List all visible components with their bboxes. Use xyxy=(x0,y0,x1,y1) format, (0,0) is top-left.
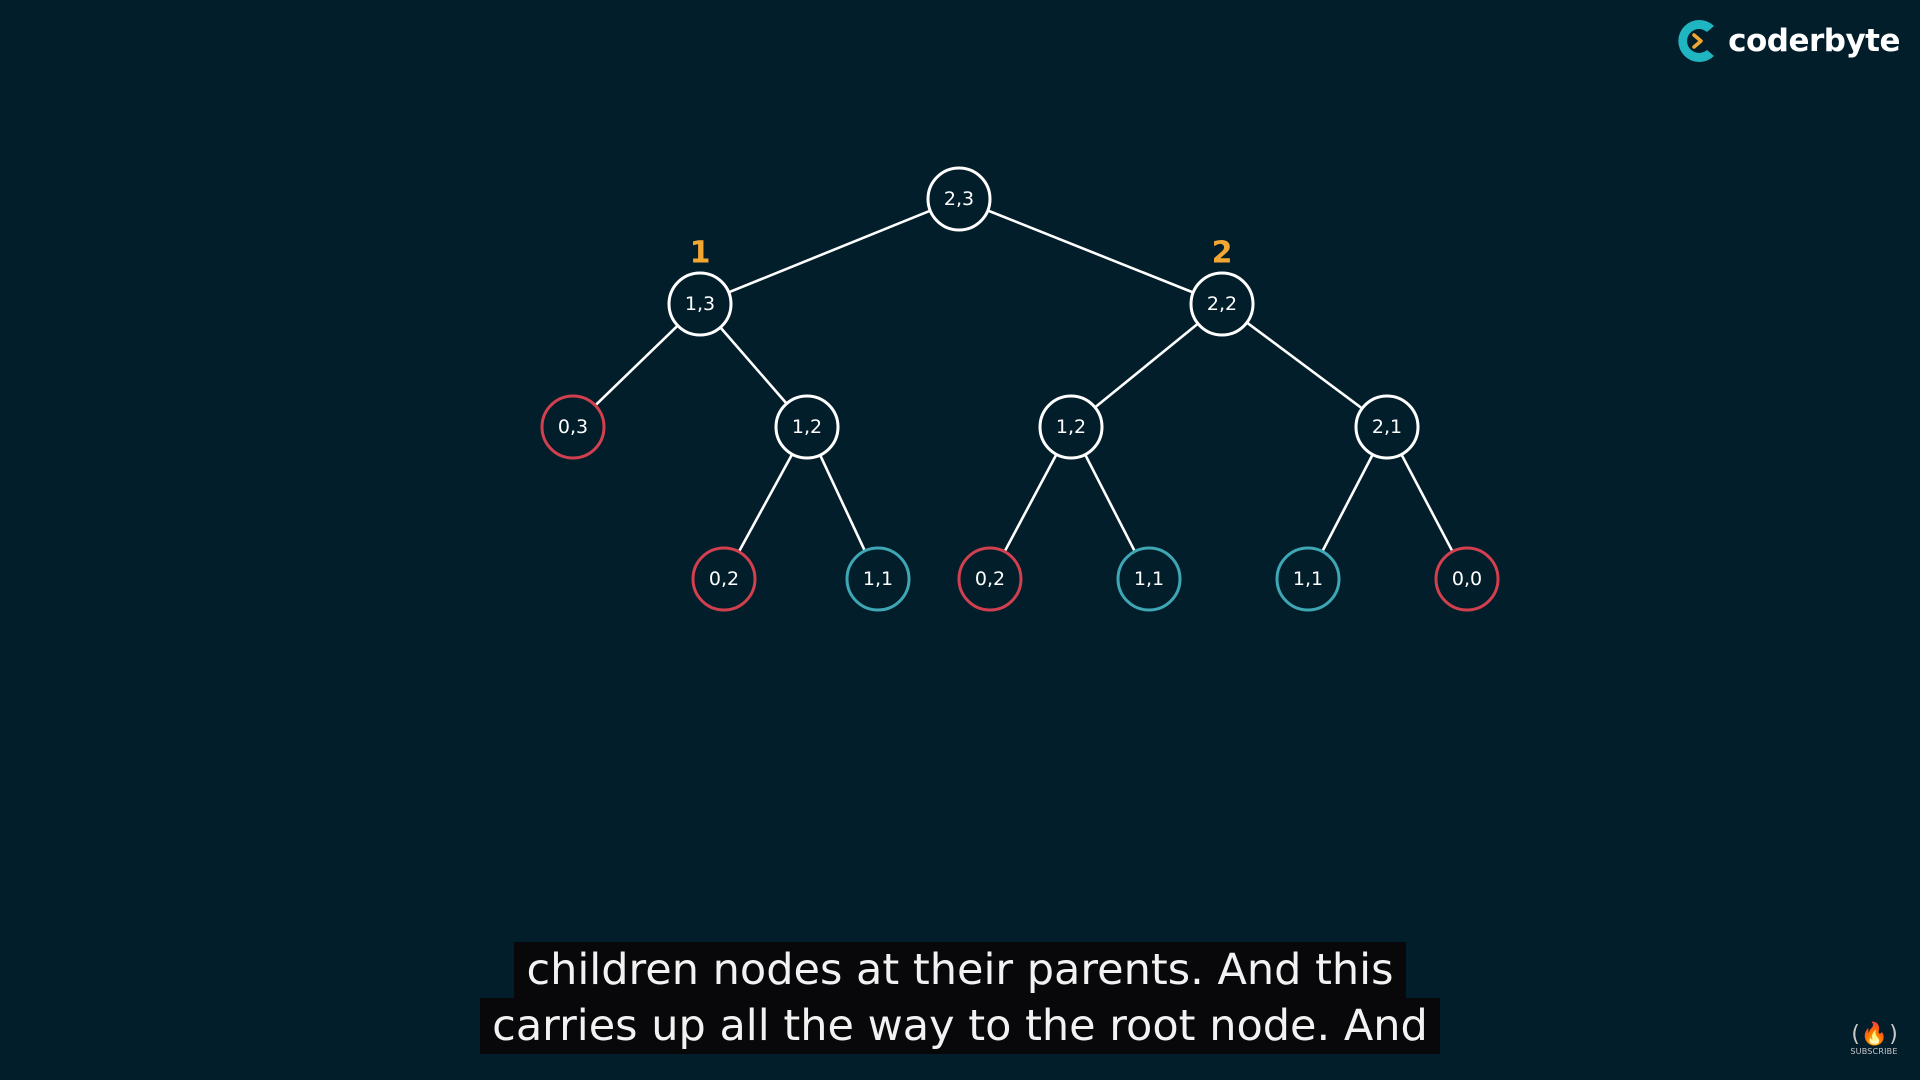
tree-node-circle xyxy=(1116,546,1182,612)
tree-node-circle xyxy=(1354,394,1420,460)
tree-edge xyxy=(987,209,1194,294)
tree-node-label: 2,3 xyxy=(944,188,974,210)
tree-node-default: 1,2 xyxy=(1038,394,1104,460)
tree-edge xyxy=(1003,453,1058,553)
tree-node-label: 1,2 xyxy=(792,416,822,438)
tree-node-circle xyxy=(1189,271,1255,337)
tree-node-false: 0,2 xyxy=(957,546,1023,612)
traversal-order-label: 2 xyxy=(1212,236,1233,271)
caption-line-2: carries up all the way to the root node.… xyxy=(480,998,1440,1054)
tree-edge xyxy=(1246,321,1363,410)
tree-node-false: 0,2 xyxy=(691,546,757,612)
tree-edges xyxy=(594,209,1454,553)
tree-node-true: 1,1 xyxy=(1275,546,1341,612)
tree-node-circle xyxy=(957,546,1023,612)
tree-node-default: 2,1 xyxy=(1354,394,1420,460)
tree-node-circle xyxy=(926,166,992,232)
tree-node-label: 1,3 xyxy=(685,293,715,315)
tree-edge xyxy=(1400,453,1454,553)
tree-node-label: 1,1 xyxy=(1293,568,1323,590)
tree-edge xyxy=(1083,453,1137,553)
tree-node-label: 1,1 xyxy=(1134,568,1164,590)
tree-node-default: 2,2 xyxy=(1189,271,1255,337)
tree-node-circle xyxy=(540,394,606,460)
tree-node-circle xyxy=(1275,546,1341,612)
fire-icon: (🔥) xyxy=(1848,1022,1901,1047)
tree-node-true: 1,1 xyxy=(845,546,911,612)
tree-node-label: 1,2 xyxy=(1056,416,1086,438)
caption-line-1: children nodes at their parents. And thi… xyxy=(514,942,1406,998)
logo-text: coderbyte xyxy=(1728,23,1900,59)
tree-node-circle xyxy=(1038,394,1104,460)
tree-edge xyxy=(1094,322,1199,409)
tree-edge xyxy=(737,453,794,553)
tree-edge xyxy=(728,209,931,294)
tree-node-label: 0,2 xyxy=(709,568,739,590)
tree-nodes: 2,3 1,3 2,2 0,3 1,2 1,2 2,1 0,2 1,1 0,2 1,1 1,1 0,0 xyxy=(540,166,1500,612)
tree-node-false: 0,3 xyxy=(540,394,606,460)
tree-node-circle xyxy=(1434,546,1500,612)
tree-edge xyxy=(594,324,679,407)
tree-node-label: 2,2 xyxy=(1207,293,1237,315)
subtitle-captions: children nodes at their parents. And thi… xyxy=(0,942,1920,1054)
tree-node-label: 0,0 xyxy=(1452,568,1482,590)
traversal-order-label: 1 xyxy=(690,236,711,271)
tree-edge xyxy=(818,454,867,552)
tree-node-default: 1,3 xyxy=(667,271,733,337)
tree-edge xyxy=(1321,453,1374,553)
tree-edge xyxy=(719,326,788,405)
tree-node-label: 1,1 xyxy=(863,568,893,590)
tree-node-default: 2,3 xyxy=(926,166,992,232)
tree-node-circle xyxy=(845,546,911,612)
tree-node-label: 0,2 xyxy=(975,568,1005,590)
tree-node-false: 0,0 xyxy=(1434,546,1500,612)
tree-node-label: 0,3 xyxy=(558,416,588,438)
tree-node-true: 1,1 xyxy=(1116,546,1182,612)
subscribe-watermark[interactable]: (🔥) SUBSCRIBE xyxy=(1848,1022,1901,1057)
coderbyte-logo: coderbyte xyxy=(1670,14,1900,68)
tree-node-default: 1,2 xyxy=(774,394,840,460)
subscribe-label: SUBSCRIBE xyxy=(1850,1047,1898,1056)
tree-node-circle xyxy=(774,394,840,460)
tree-node-label: 2,1 xyxy=(1372,416,1402,438)
tree-node-circle xyxy=(667,271,733,337)
coderbyte-c-icon xyxy=(1678,20,1715,62)
tree-node-circle xyxy=(691,546,757,612)
